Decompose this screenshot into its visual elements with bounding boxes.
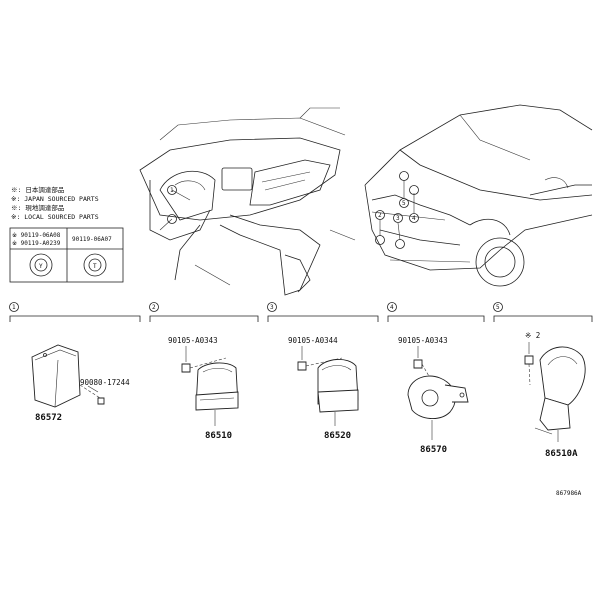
bolt-icon (413, 359, 423, 369)
fastener-label-4: 90105-A0343 (398, 336, 448, 345)
bolt-icon (181, 363, 191, 373)
svg-text:4: 4 (390, 304, 394, 311)
dashboard-illustration: 1 (139, 107, 356, 296)
legend-part-3: 90119-06A07 (72, 236, 112, 243)
legend-line-1: ※: 日本調達部品 (11, 185, 64, 194)
svg-text:2: 2 (378, 212, 382, 219)
svg-text:3: 3 (270, 304, 274, 311)
badge-y-icon: Y (29, 253, 53, 277)
horn-86510a-icon (539, 346, 586, 406)
fastener-label-3: 90105-A0344 (288, 336, 338, 345)
callout-1b (167, 214, 177, 224)
svg-text:4: 4 (412, 215, 416, 222)
part-label-1: 86572 (35, 413, 62, 423)
svg-text:1: 1 (170, 187, 174, 194)
group-1-parts: 90080-17244 86572 (31, 344, 130, 423)
module-86572-icon (31, 344, 81, 408)
fastener-label-2: 90105-A0343 (168, 336, 218, 345)
svg-text:2: 2 (152, 304, 156, 311)
screw-icon (524, 355, 534, 365)
part-label-2: 86510 (205, 431, 232, 441)
svg-text:Y: Y (39, 263, 43, 270)
fastener-label-5: ※ 2 (525, 331, 540, 340)
vehicle-illustration: 2 3 4 5 (364, 104, 593, 287)
badge-t-icon: T (83, 253, 107, 277)
group-brackets: 1 2 3 4 5 (9, 302, 593, 322)
bolt-icon (297, 361, 307, 371)
legend-part-1: ※ 90119-06A08 (12, 232, 61, 239)
svg-text:1: 1 (12, 304, 16, 311)
part-label-3: 86520 (324, 431, 351, 441)
callout-4 (409, 213, 419, 223)
svg-text:5: 5 (402, 200, 406, 207)
svg-text:5: 5 (496, 304, 500, 311)
callout-5 (399, 198, 409, 208)
callout-2 (375, 210, 385, 220)
group-2-parts: 90105-A0343 86510 (168, 336, 239, 441)
legend-line-2: ※: JAPAN SOURCED PARTS (11, 195, 99, 203)
legend-part-2: ※ 90119-A0239 (12, 240, 61, 247)
svg-text:T: T (93, 263, 97, 270)
callout-1a (167, 185, 177, 195)
group-3-parts: 90105-A0344 86520 (288, 336, 359, 441)
bolt-icon (97, 397, 105, 405)
legend: ※: 日本調達部品 ※: JAPAN SOURCED PARTS ※: 現地調達… (9, 185, 124, 283)
part-label-5: 86510A (545, 449, 578, 459)
group-4-parts: 90105-A0343 86570 (398, 336, 469, 455)
figure-id: 867986A (556, 490, 582, 497)
legend-box (9, 227, 124, 283)
callout-3 (393, 213, 403, 223)
fastener-label-1: 90080-17244 (80, 378, 130, 387)
part-label-4: 86570 (420, 445, 447, 455)
group-5-parts: ※ 2 86510A (524, 331, 586, 459)
actuator-86570-icon (407, 375, 456, 419)
svg-text:3: 3 (396, 215, 400, 222)
legend-line-3: ※: 現地調達部品 (11, 203, 64, 212)
legend-line-4: ※: LOCAL SOURCED PARTS (11, 213, 99, 221)
